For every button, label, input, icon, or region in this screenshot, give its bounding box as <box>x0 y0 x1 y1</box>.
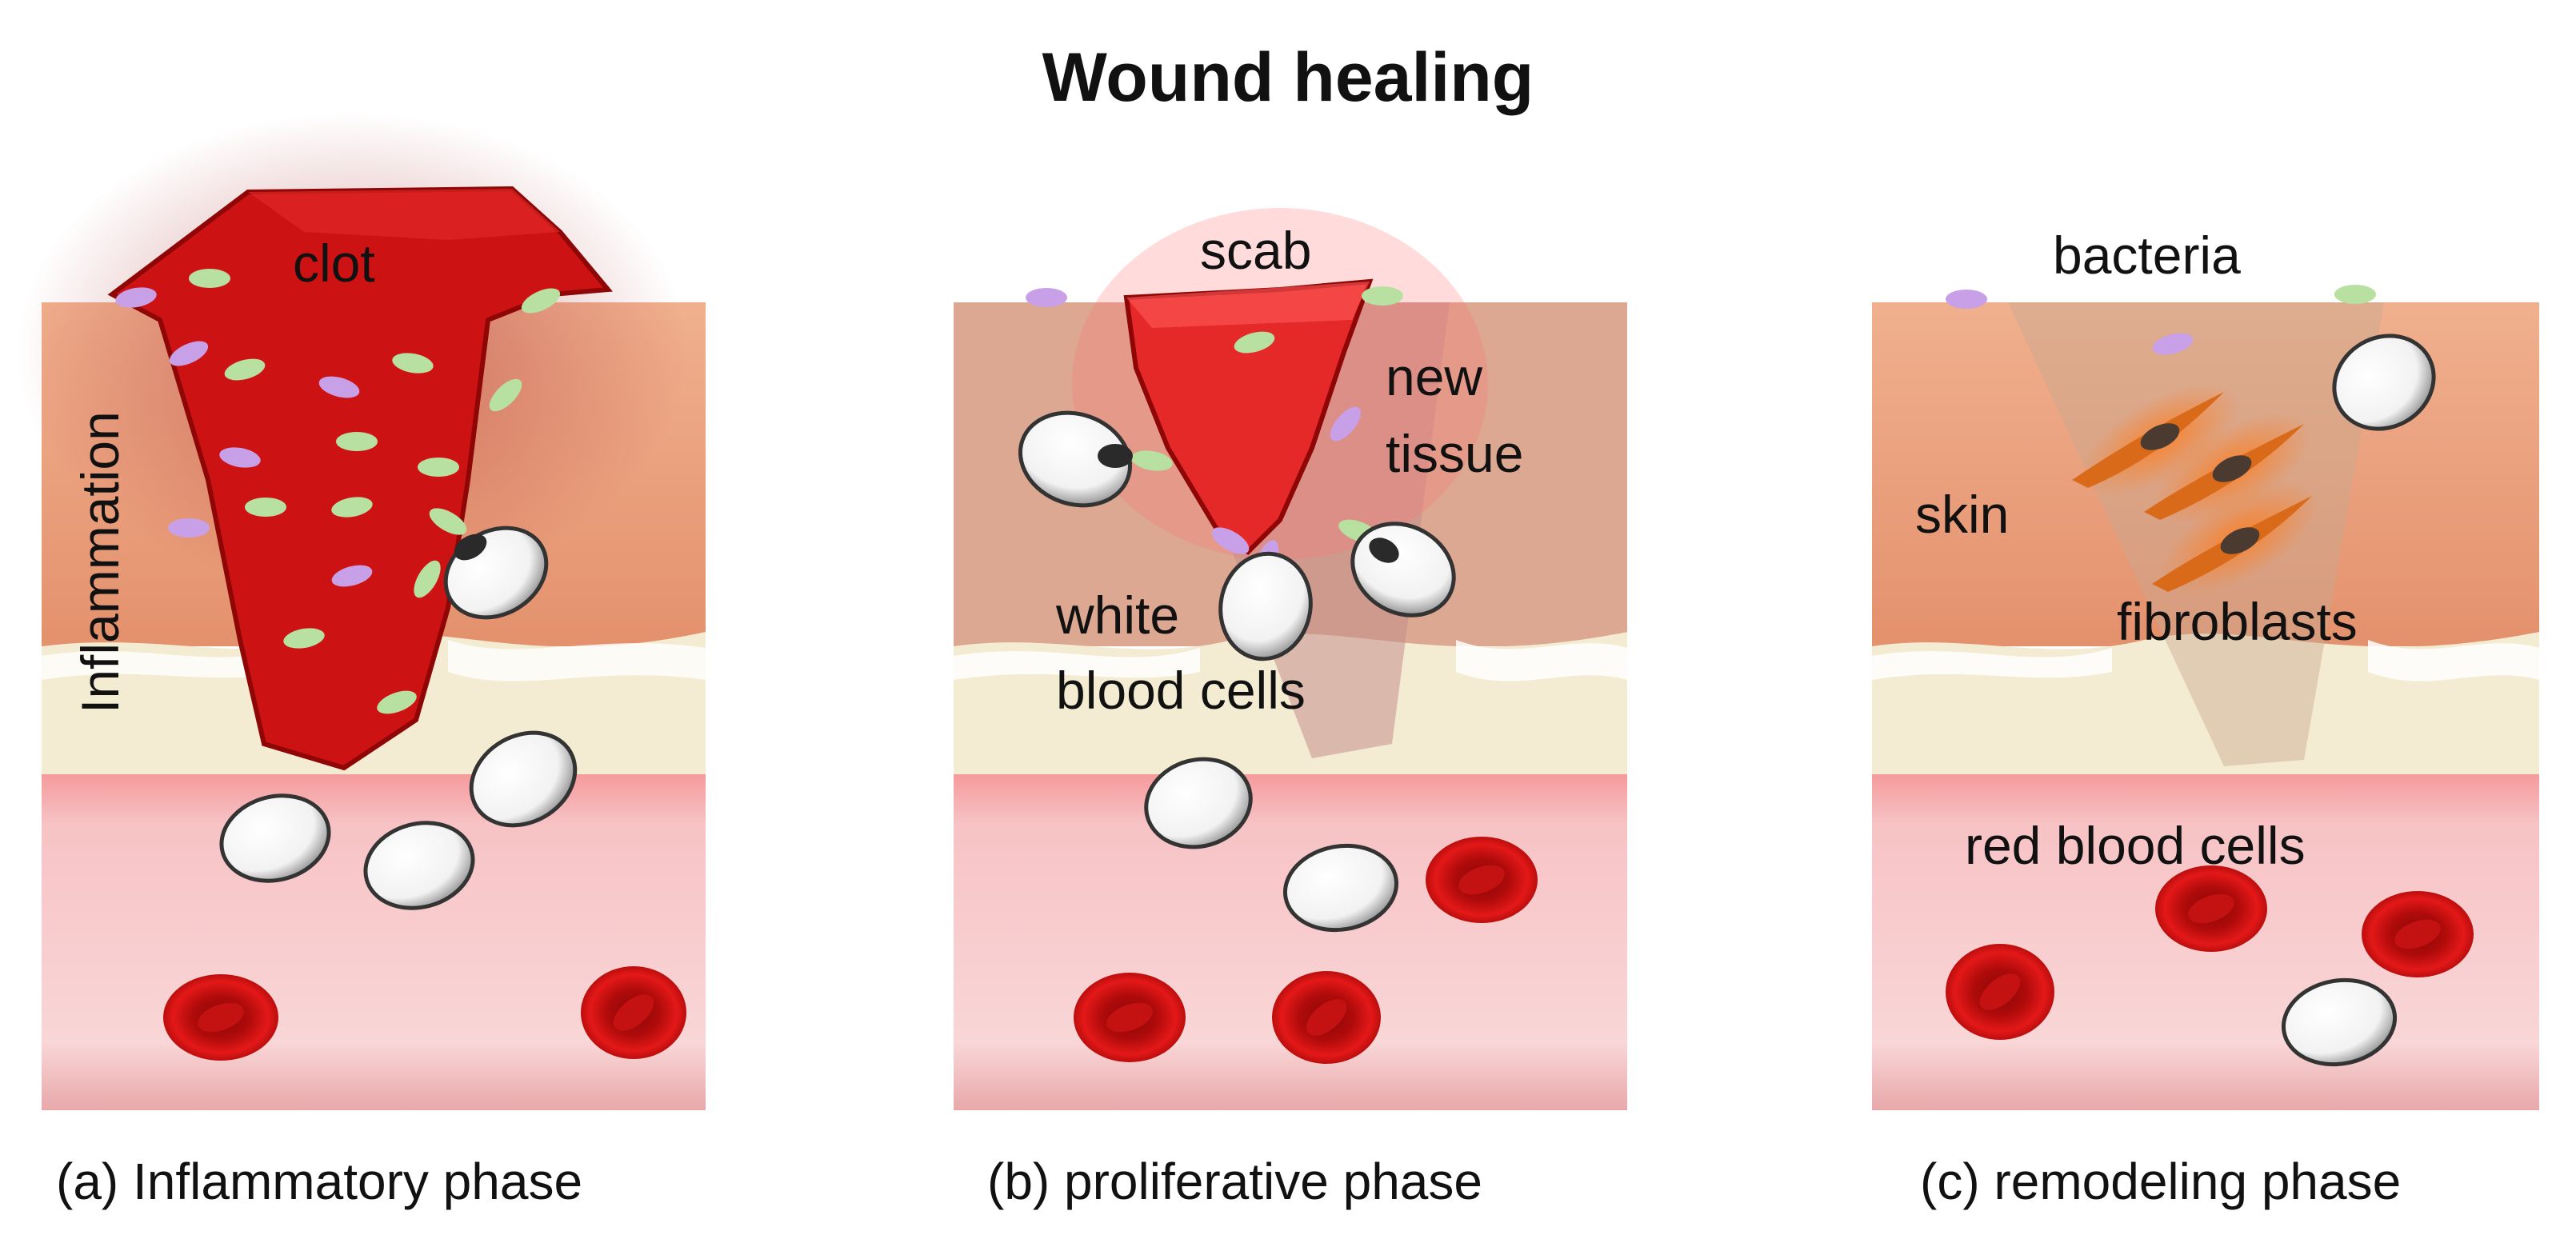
fibroblasts <box>2072 384 2319 594</box>
bacteria-cluster <box>1946 285 2376 355</box>
blood-vessel <box>954 774 1627 1110</box>
label-bacteria: bacteria <box>2053 226 2241 285</box>
blood-vessel <box>42 774 706 1110</box>
panel-remodeling: bacteria skin fibroblasts red blood cell… <box>1872 226 2539 1110</box>
label-wbc-2: blood cells <box>1056 661 1306 720</box>
white-blood-cells <box>219 508 578 910</box>
red-blood-cells <box>163 966 686 1061</box>
label-new-tissue-2: tissue <box>1386 424 1523 483</box>
red-blood-cells <box>1946 865 2474 1040</box>
caption-inflammatory: (a) Inflammatory phase <box>56 1153 583 1210</box>
label-fibroblasts: fibroblasts <box>2117 592 2358 651</box>
panel-inflammatory: clot Inflammation <box>16 112 706 1110</box>
label-clot: clot <box>293 234 375 293</box>
white-blood-cells <box>1018 410 1456 933</box>
red-blood-cells <box>1074 837 1538 1064</box>
caption-remodeling: (c) remodeling phase <box>1920 1153 2402 1210</box>
label-inflammation: Inflammation <box>70 411 130 713</box>
caption-proliferative: (b) proliferative phase <box>987 1153 1482 1210</box>
panel-proliferative: scab new tissue white blood cells <box>954 208 1627 1110</box>
label-scab: scab <box>1200 221 1311 280</box>
bacteria-cluster <box>115 269 561 714</box>
label-red-blood-cells: red blood cells <box>1965 816 2306 875</box>
white-blood-cells <box>2281 334 2436 1067</box>
label-new-tissue-1: new <box>1386 347 1482 406</box>
label-skin: skin <box>1915 485 2009 544</box>
diagram-title: Wound healing <box>1042 39 1534 116</box>
label-wbc-1: white <box>1055 586 1179 645</box>
